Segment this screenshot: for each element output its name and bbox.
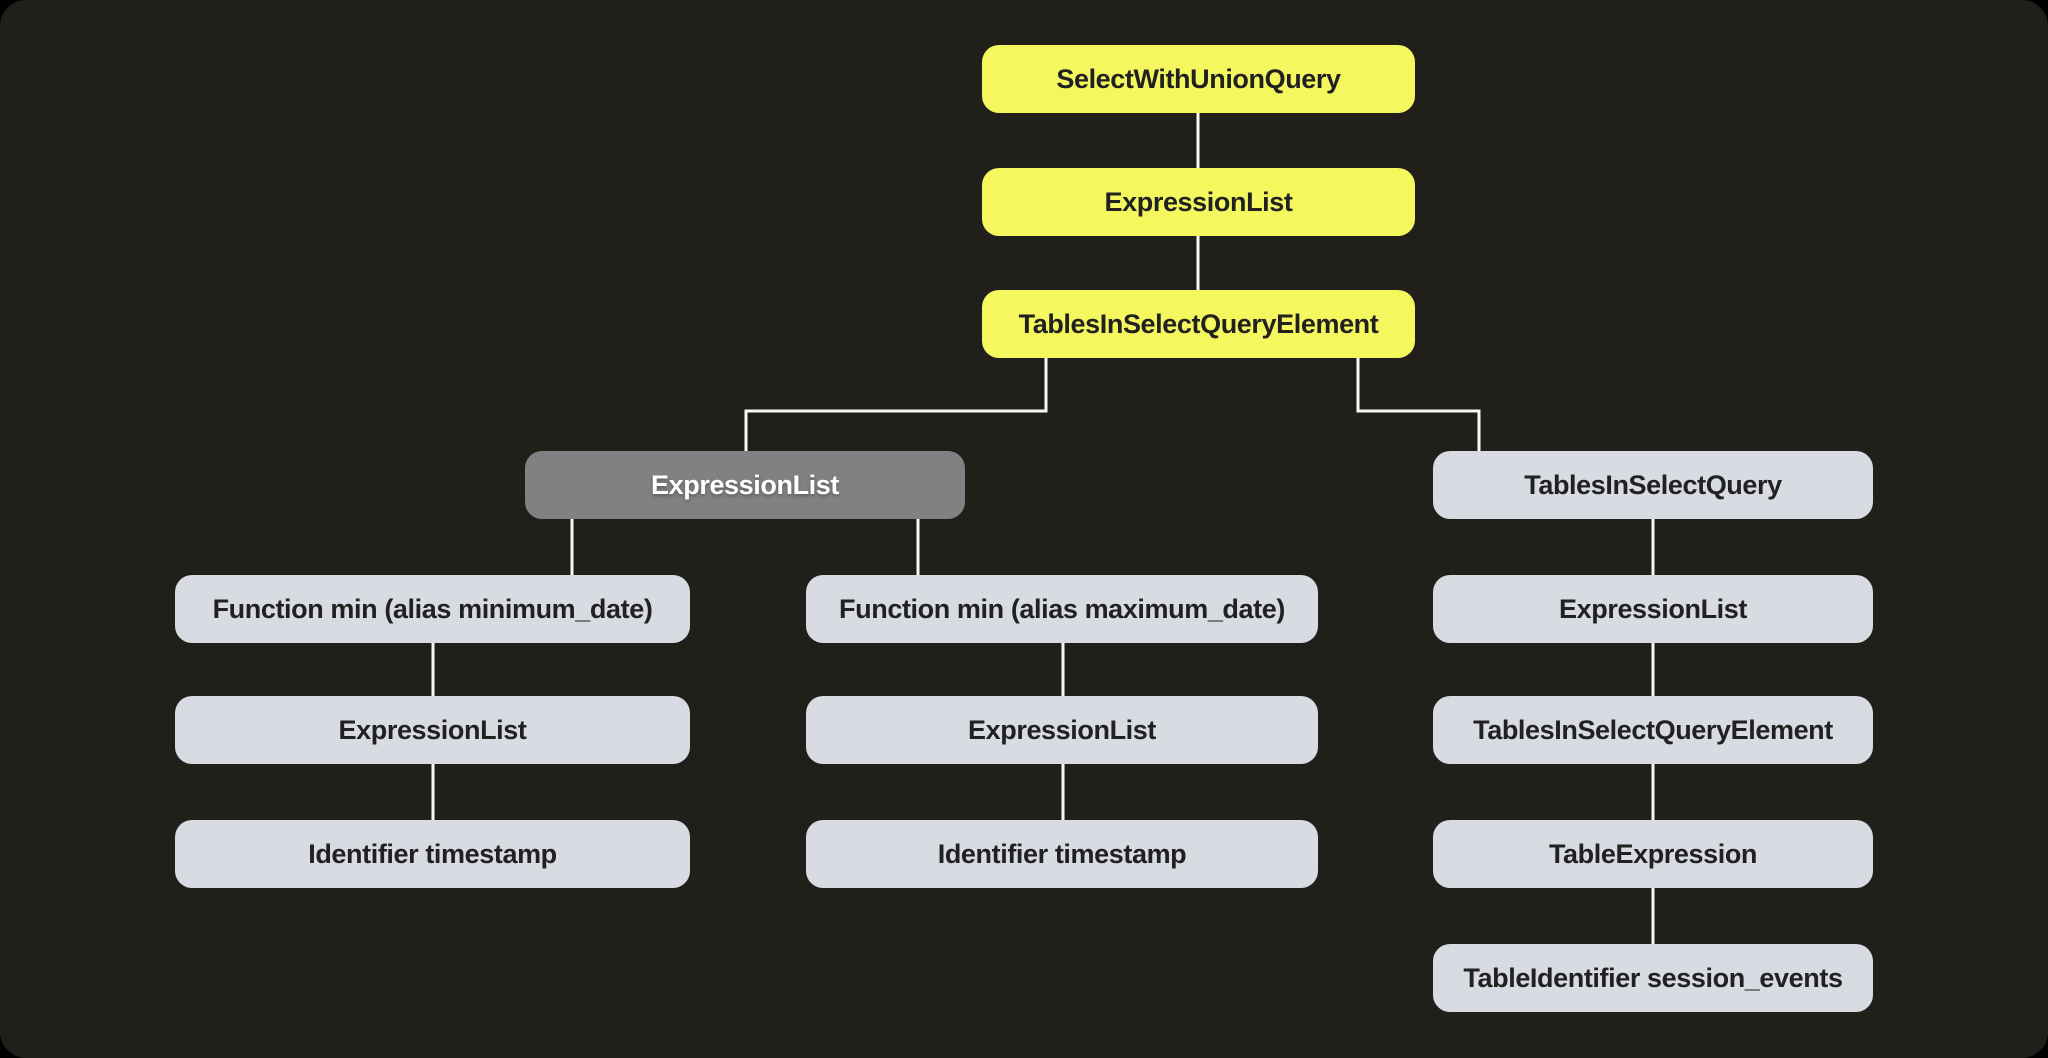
node-select-with-union-query[interactable]: SelectWithUnionQuery	[982, 45, 1415, 113]
node-tables-in-select-query-element-top[interactable]: TablesInSelectQueryElement	[982, 290, 1415, 358]
node-expression-list-mid[interactable]: ExpressionList	[806, 696, 1318, 764]
edge-tablesinselectqueryelement-tablesinselectquery	[1356, 358, 1481, 451]
node-expression-list-right[interactable]: ExpressionList	[1433, 575, 1873, 643]
node-table-expression[interactable]: TableExpression	[1433, 820, 1873, 888]
edge-tablesinselectqueryelement-expressionlist-selected	[744, 358, 1048, 451]
node-identifier-timestamp-left[interactable]: Identifier timestamp	[175, 820, 690, 888]
node-tables-in-select-query-element-right[interactable]: TablesInSelectQueryElement	[1433, 696, 1873, 764]
node-table-identifier-session-events[interactable]: TableIdentifier session_events	[1433, 944, 1873, 1012]
node-tables-in-select-query[interactable]: TablesInSelectQuery	[1433, 451, 1873, 519]
node-expression-list-selected[interactable]: ExpressionList	[525, 451, 965, 519]
node-identifier-timestamp-mid[interactable]: Identifier timestamp	[806, 820, 1318, 888]
node-expression-list-left[interactable]: ExpressionList	[175, 696, 690, 764]
node-expression-list-top[interactable]: ExpressionList	[982, 168, 1415, 236]
node-function-min-maximum-date[interactable]: Function min (alias maximum_date)	[806, 575, 1318, 643]
node-function-min-minimum-date[interactable]: Function min (alias minimum_date)	[175, 575, 690, 643]
